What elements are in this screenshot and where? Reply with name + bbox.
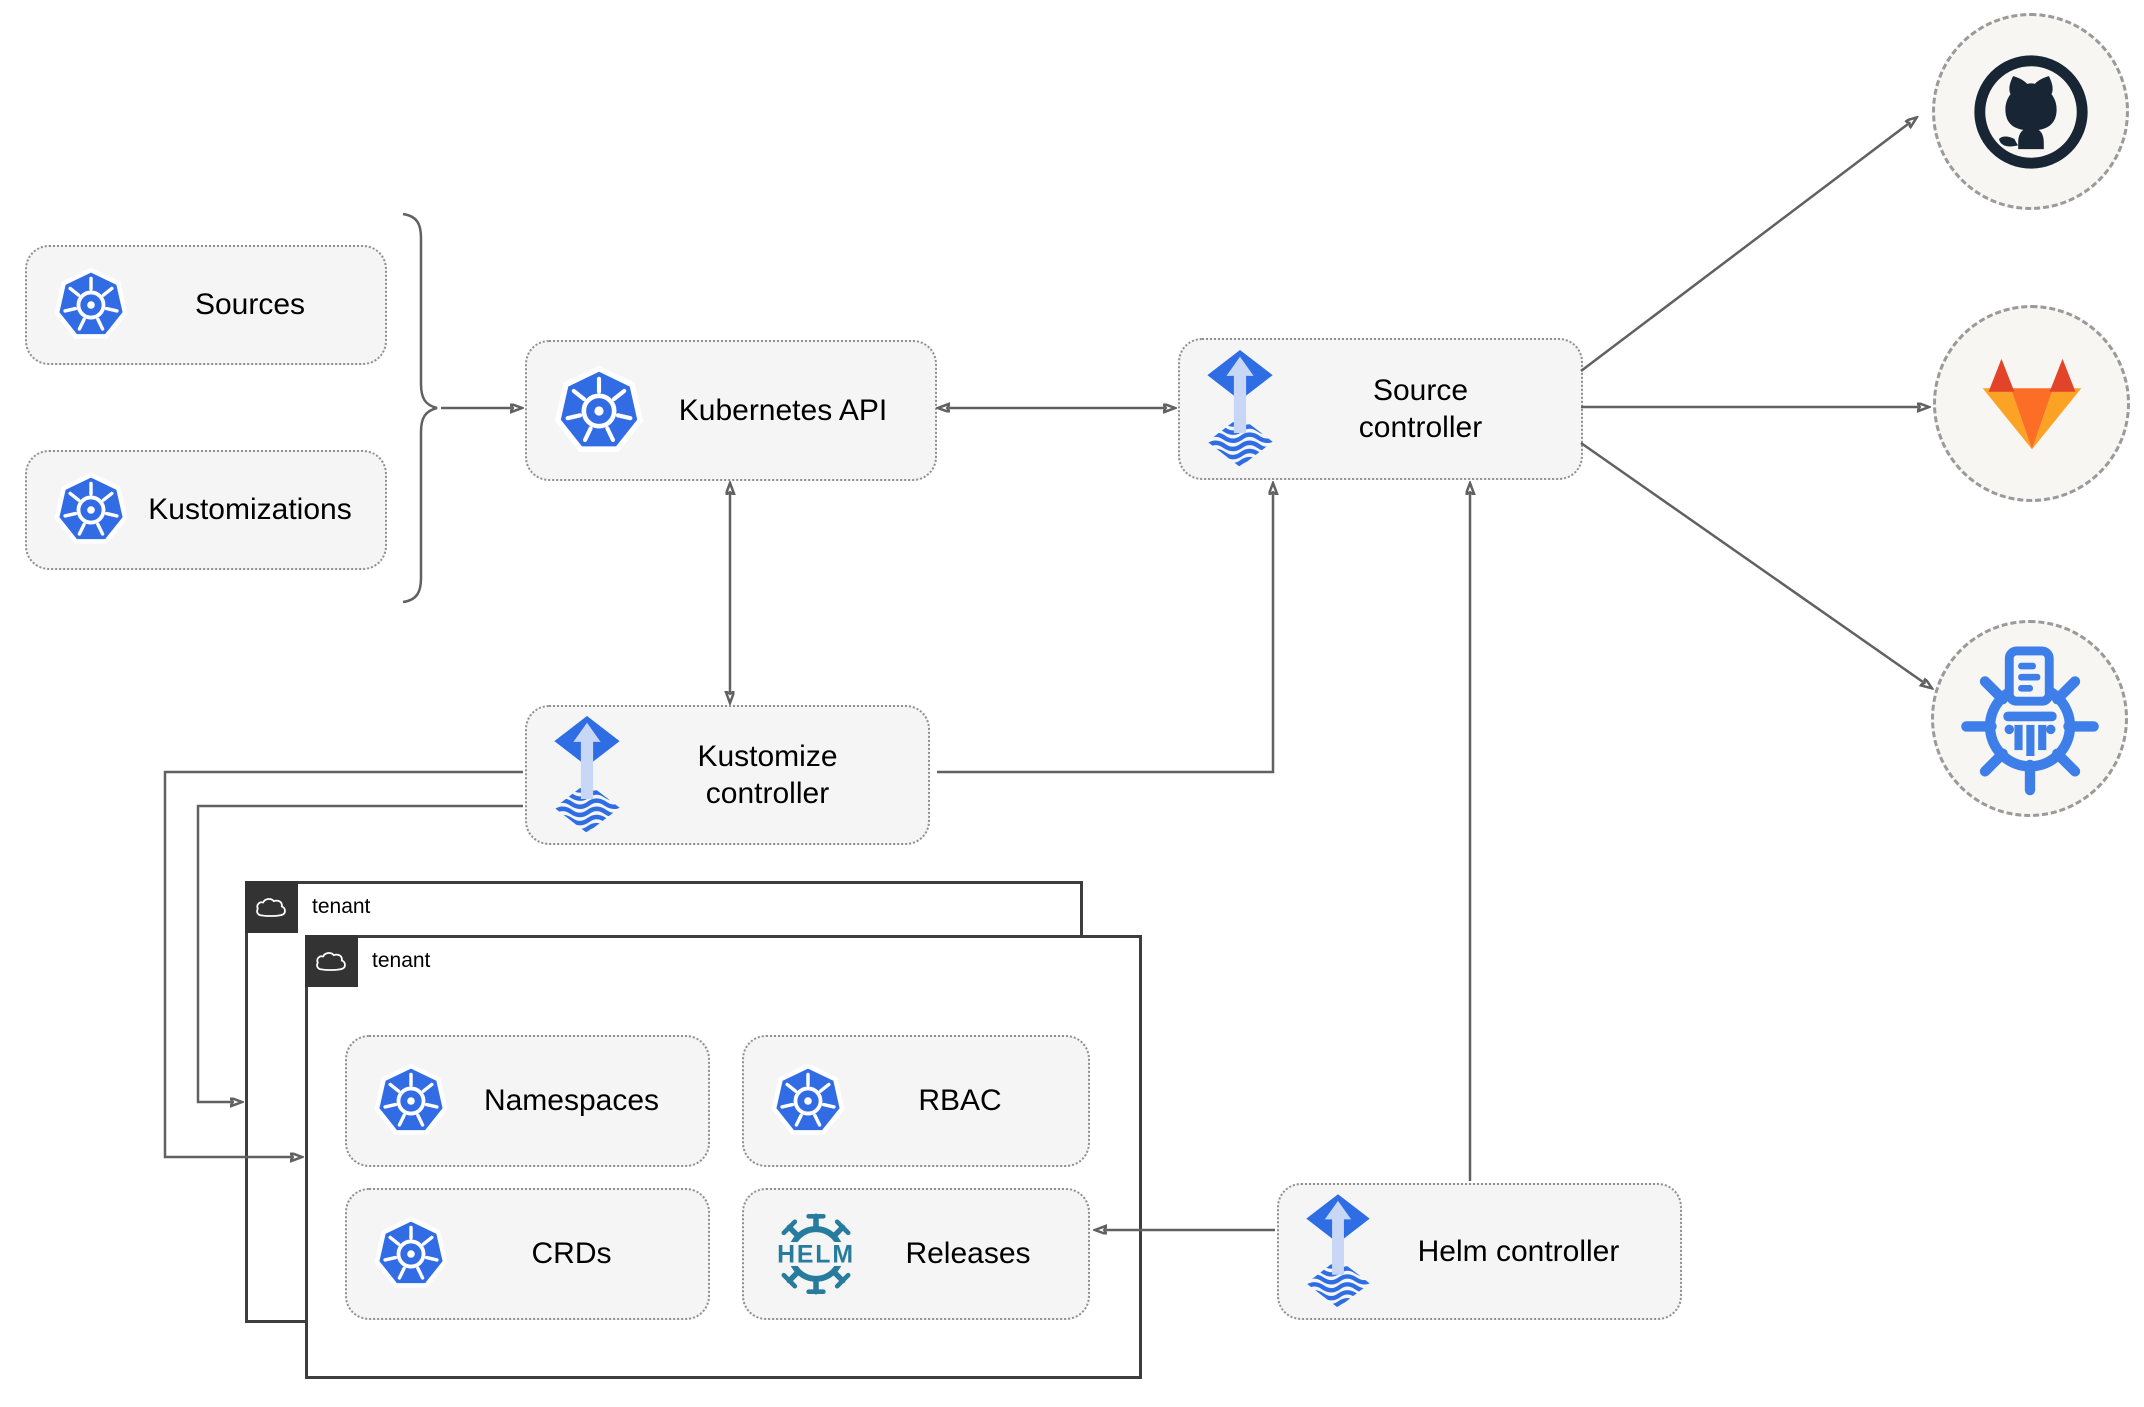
helm-controller-label: Helm controller [1417, 1234, 1620, 1268]
helm-controller-box: Helm controller [1277, 1183, 1682, 1320]
kustomizations-label: Kustomizations [148, 493, 352, 527]
rbac-label: RBAC [918, 1084, 1002, 1118]
tenant-tab [305, 935, 358, 987]
crds-box: CRDs [345, 1188, 710, 1320]
helm-icon: HELM [773, 1213, 859, 1295]
kubernetes-icon [53, 267, 129, 343]
github-icon [1973, 54, 2088, 169]
tenant-label: tenant [372, 949, 431, 972]
crds-label: CRDs [531, 1237, 612, 1271]
kubernetes-icon [373, 1063, 449, 1139]
kustomize-controller-label: Kustomize controller [697, 739, 838, 811]
releases-label: Releases [905, 1237, 1031, 1271]
kubernetes-icon [373, 1216, 449, 1292]
edge-source-to-harbor [1580, 441, 1923, 682]
crd-group-brace [402, 212, 438, 604]
kubernetes-api-box: Kubernetes API [525, 340, 937, 481]
cloud-icon [315, 952, 346, 971]
sources-box: Sources [25, 245, 387, 365]
github-circle [1932, 13, 2129, 210]
pillar-glyph [2002, 711, 2057, 756]
gitlab-icon [1982, 358, 2081, 450]
rbac-box: RBAC [742, 1035, 1090, 1167]
document-glyph [2004, 645, 2054, 706]
releases-box: HELM Releases [742, 1188, 1090, 1320]
flux-icon [1206, 350, 1274, 469]
tenant-tab [245, 881, 298, 933]
edge-source-to-github [1580, 124, 1908, 372]
sources-label: Sources [194, 288, 306, 322]
namespaces-box: Namespaces [345, 1035, 710, 1167]
tenant-label: tenant [312, 895, 371, 918]
flux-icon [553, 716, 621, 835]
kubernetes-api-label: Kubernetes API [678, 393, 888, 427]
kustomizations-box: Kustomizations [25, 450, 387, 570]
source-controller-label: Source controller [1358, 373, 1483, 445]
cloud-icon [255, 898, 286, 917]
kubernetes-icon [770, 1063, 846, 1139]
helm-logo-text: HELM [777, 1241, 855, 1268]
namespaces-label: Namespaces [483, 1084, 660, 1118]
source-controller-box: Source controller [1178, 338, 1583, 480]
edge-kustomize-to-source [937, 494, 1273, 774]
harbor-circle [1931, 620, 2128, 817]
kubernetes-icon [53, 472, 129, 548]
harbor-registry-icon [1960, 645, 2099, 795]
flux-icon [1305, 1194, 1371, 1310]
kubernetes-icon [553, 365, 645, 457]
gitlab-circle [1933, 305, 2130, 502]
kustomize-controller-box: Kustomize controller [525, 705, 930, 845]
